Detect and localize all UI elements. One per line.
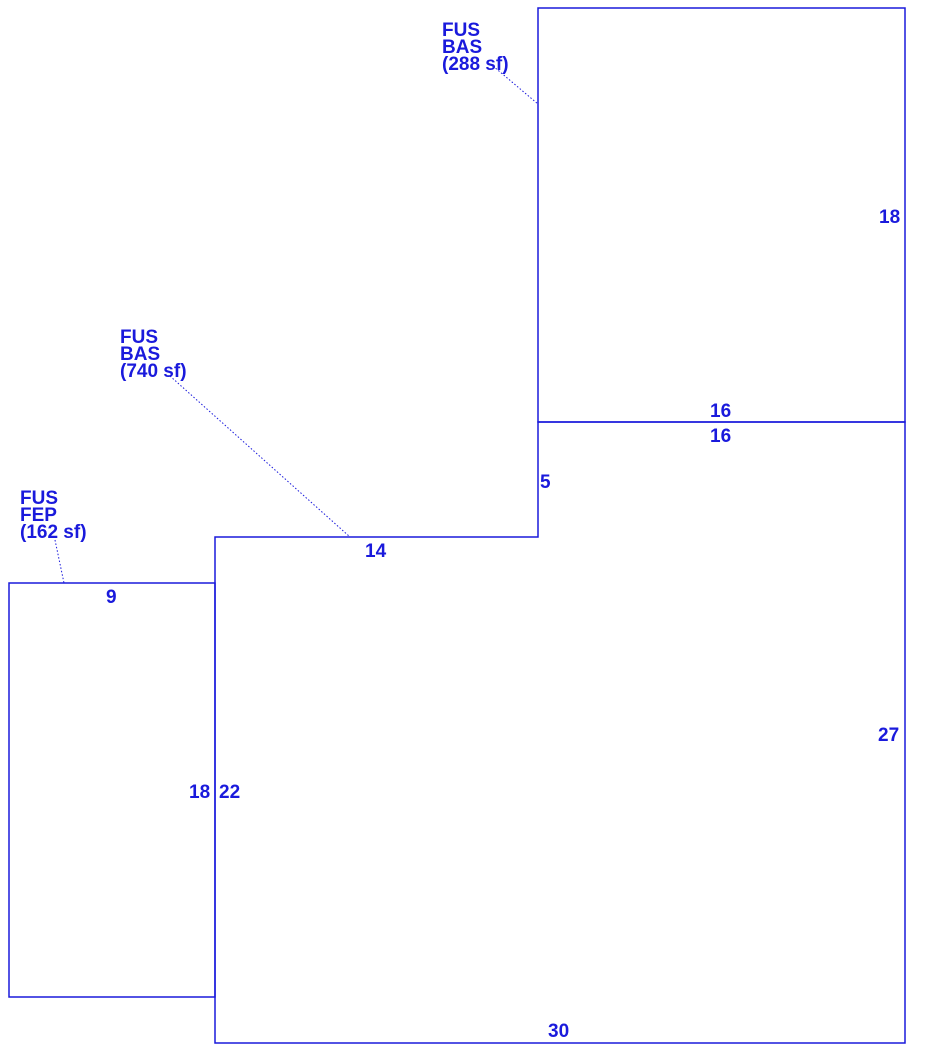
porch-fep-outline <box>8 582 216 998</box>
dim-main-right: 27 <box>878 725 899 746</box>
dim-main-left: 22 <box>219 782 240 803</box>
main-area-code1: FUS <box>120 327 158 348</box>
dim-porch-right: 18 <box>189 782 210 803</box>
dim-main-bottom: 30 <box>548 1021 569 1042</box>
porch-area-code2: FEP <box>20 505 57 526</box>
upper-area-size: (288 sf) <box>442 54 509 75</box>
dim-main-top-right: 16 <box>710 426 731 447</box>
dim-main-top-left: 14 <box>365 541 387 562</box>
porch-area-size: (162 sf) <box>20 522 87 543</box>
upper-area-code1: FUS <box>442 20 480 41</box>
main-area-code2: BAS <box>120 344 160 365</box>
upper-area-code2: BAS <box>442 37 482 58</box>
upper-bas-outline <box>537 7 906 423</box>
dim-upper-right: 18 <box>879 207 900 228</box>
main-bas-outline <box>214 421 906 1044</box>
dim-porch-top: 9 <box>106 587 117 608</box>
porch-area-code1: FUS <box>20 488 58 509</box>
dim-upper-bottom: 16 <box>710 401 731 422</box>
porch-area-leader <box>54 539 65 584</box>
dim-main-step: 5 <box>540 472 551 493</box>
main-area-size: (740 sf) <box>120 361 187 382</box>
main-area-leader <box>169 375 351 538</box>
upper-area-leader <box>492 65 539 105</box>
